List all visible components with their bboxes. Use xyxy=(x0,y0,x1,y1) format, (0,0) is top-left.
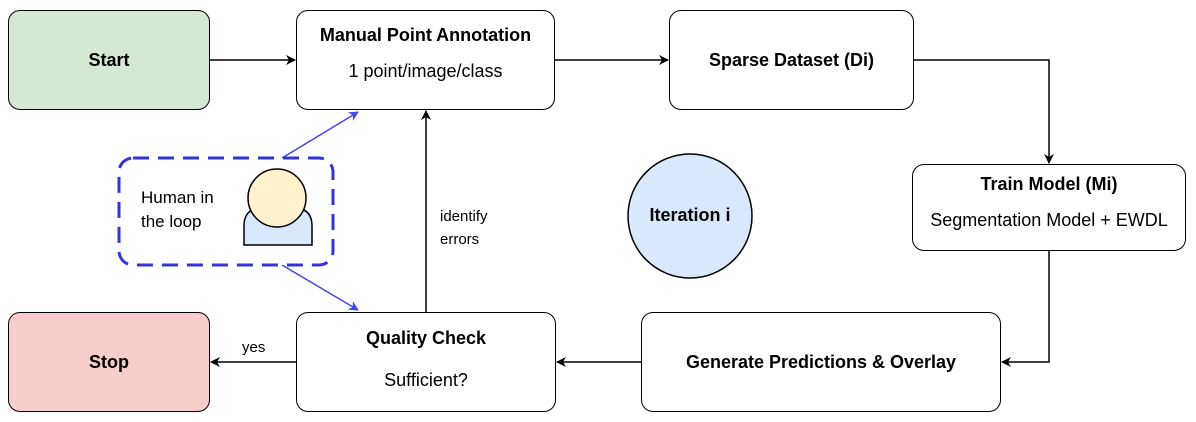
edge-label-yes: yes xyxy=(242,339,266,356)
sparse-dataset-node: Sparse Dataset (Di) xyxy=(669,10,914,110)
generate-predictions-label: Generate Predictions & Overlay xyxy=(685,351,957,372)
human-label-line-2: the loop xyxy=(141,212,202,231)
arrow-human-to-quality xyxy=(281,264,359,311)
edge-label-errors: errors xyxy=(440,231,480,248)
start-node: Start xyxy=(8,10,210,110)
quality-check-title: Quality Check xyxy=(365,328,487,348)
human-in-the-loop-label: Human in the loop xyxy=(141,186,214,234)
train-model-subtitle: Segmentation Model + EWDL xyxy=(930,210,1168,230)
manual-point-annotation-title: Manual Point Annotation xyxy=(319,25,532,45)
train-model-node: Train Model (Mi) Segmentation Model + EW… xyxy=(912,164,1186,251)
stop-node: Stop xyxy=(8,312,210,412)
manual-point-annotation-subtitle: 1 point/image/class xyxy=(348,61,503,81)
human-label-line-1: Human in xyxy=(141,188,214,207)
arrow-human-to-annotation xyxy=(281,111,359,159)
arrow-train-to-predictions xyxy=(1001,250,1050,367)
generate-predictions-node: Generate Predictions & Overlay xyxy=(641,312,1001,412)
person-head-icon xyxy=(247,168,307,228)
stop-label: Stop xyxy=(89,351,129,372)
sparse-dataset-label: Sparse Dataset (Di) xyxy=(708,49,875,70)
edge-label-identify-errors: identify errors xyxy=(440,205,488,251)
quality-check-subtitle: Sufficient? xyxy=(384,370,468,390)
iteration-label: Iteration i xyxy=(649,205,731,225)
quality-check-node: Quality Check Sufficient? xyxy=(296,312,556,412)
arrow-dataset-to-train xyxy=(913,59,1054,164)
edge-label-identify: identify xyxy=(440,208,488,225)
iteration-circle xyxy=(627,153,753,279)
manual-point-annotation-node: Manual Point Annotation 1 point/image/cl… xyxy=(296,10,555,110)
train-model-title: Train Model (Mi) xyxy=(980,174,1118,194)
start-label: Start xyxy=(88,49,130,70)
